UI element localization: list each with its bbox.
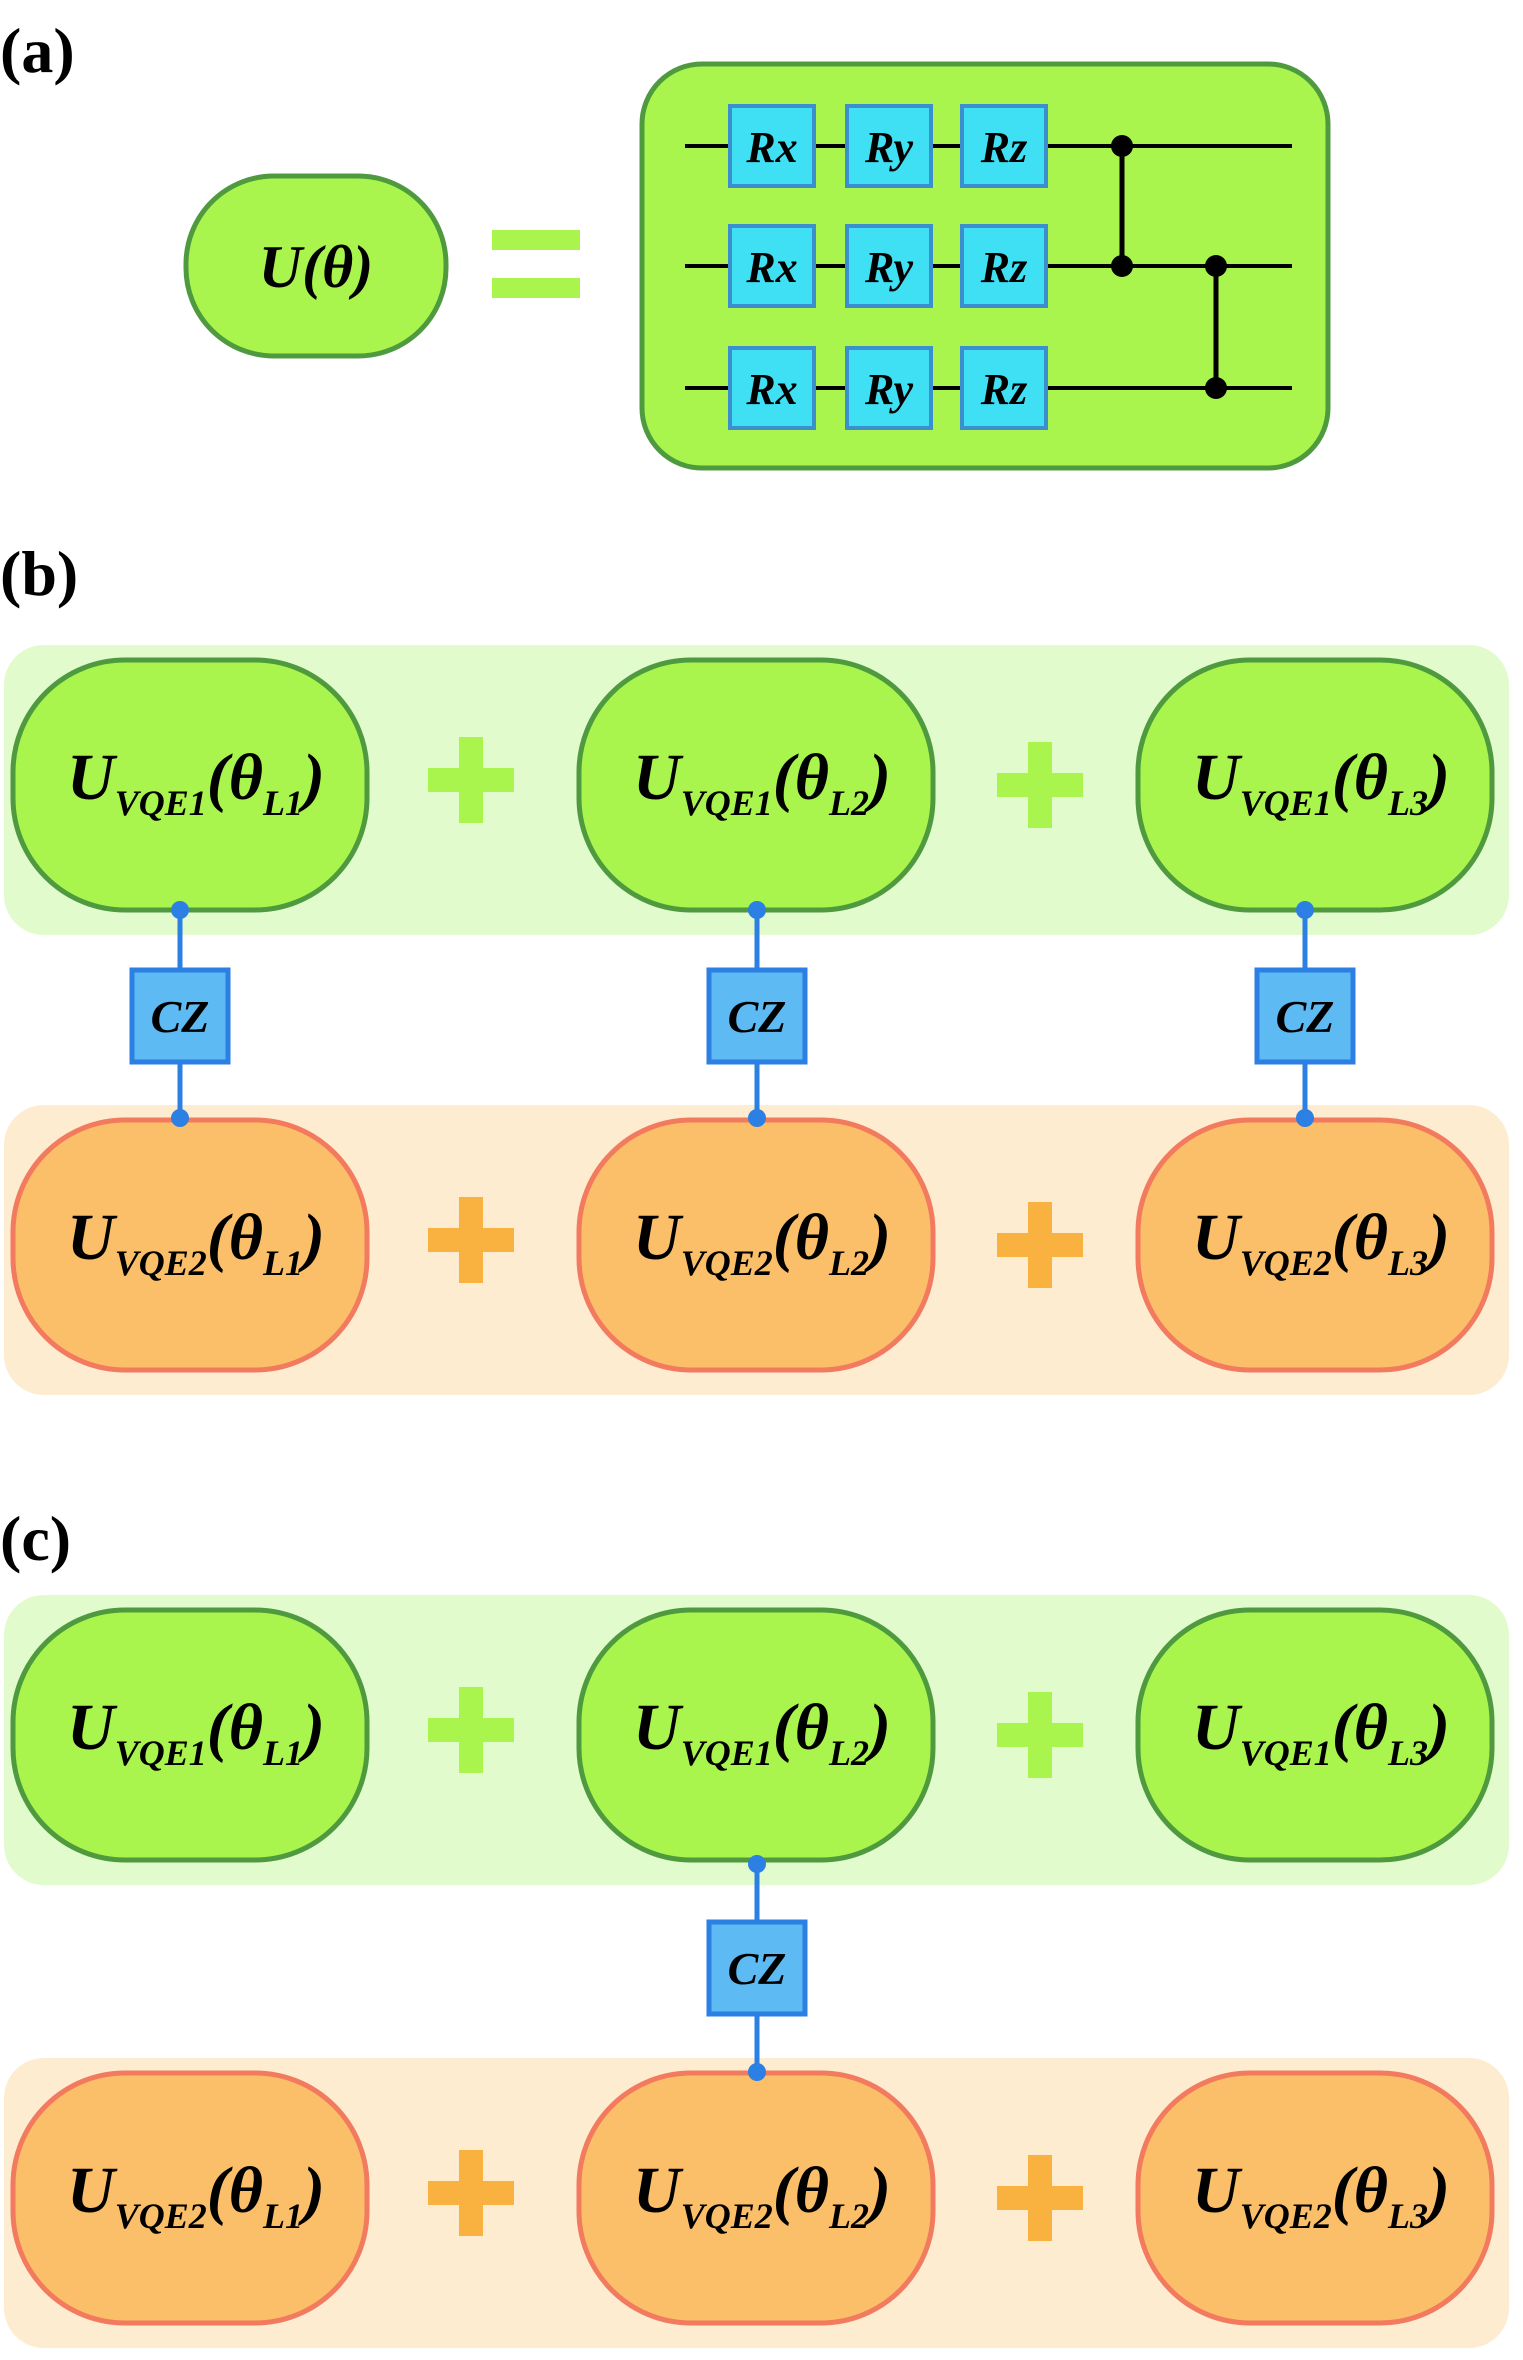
module-label: UVQE1(θL1): [67, 741, 325, 823]
module-vqe2-c-l1: UVQE2(θL1): [10, 2070, 370, 2326]
plus-sign: [428, 737, 514, 823]
cz-label: CZ: [151, 991, 210, 1042]
panel-b-diagram: UVQE1(θL1) UVQE1(θL2) UVQE1(θL3) UVQE2(θL1)…: [4, 645, 1509, 1395]
module-vqe1-b-l1: UVQE1(θL1): [10, 657, 370, 913]
module-vqe1-c-l3: UVQE1(θL3): [1135, 1607, 1495, 1863]
module-label: UVQE2(θL3): [1192, 1201, 1450, 1283]
gate-label: Ry: [864, 123, 914, 172]
panel-label-b: (b): [0, 538, 78, 609]
gate-label: Rz: [980, 123, 1027, 172]
cz-gate: [706, 1919, 808, 2017]
plus-sign: [997, 742, 1083, 828]
cz-connector: CZ: [129, 901, 231, 1127]
gate-label: Ry: [864, 243, 914, 292]
module-label: UVQE2(θL1): [67, 1201, 325, 1283]
module-label: UVQE1(θL1): [67, 1691, 325, 1773]
panel-c-diagram: UVQE1(θL1) UVQE1(θL2) UVQE1(θL3) UVQE2(θL1)…: [4, 1595, 1509, 2348]
panel-label-c: (c): [0, 1503, 71, 1574]
plus-sign: [428, 2150, 514, 2236]
gate-rx-q3: Rx: [728, 346, 816, 430]
vqe2-b-row: UVQE2(θL1) UVQE2(θL2) UVQE2(θL3): [4, 1105, 1509, 1395]
module-vqe2-b-l2: UVQE2(θL2): [576, 1117, 936, 1373]
control-dot: [1205, 377, 1227, 399]
plus-sign: [997, 1202, 1083, 1288]
cz-label: CZ: [728, 991, 787, 1042]
module-label: UVQE2(θL2): [633, 2154, 891, 2236]
module-vqe1-c-l2: UVQE1(θL2): [576, 1607, 936, 1863]
module-vqe2-c-l2: UVQE2(θL2): [576, 2070, 936, 2326]
module-vqe1-c-l1: UVQE1(θL1): [10, 1607, 370, 1863]
module-vqe2-b-l3: UVQE2(θL3): [1135, 1117, 1495, 1373]
vqe2-c-row: UVQE2(θL1) UVQE2(θL2) UVQE2(θL3): [4, 2058, 1509, 2348]
module-label: UVQE2(θL2): [633, 1201, 891, 1283]
plus-sign: [997, 2155, 1083, 2241]
gate-rx-q1: Rx: [728, 104, 816, 188]
gate-rz-q1: Rz: [960, 104, 1048, 188]
equals-sign: [492, 230, 580, 298]
module-label: UVQE1(θL3): [1192, 1691, 1450, 1773]
gate-ry-q1: Ry: [845, 104, 933, 188]
gate-label: Rz: [980, 365, 1027, 414]
gate-rx-q2: Rx: [728, 224, 816, 308]
module-label: UVQE1(θL2): [633, 741, 891, 823]
gate-label: Rx: [745, 123, 797, 172]
plus-sign: [997, 1692, 1083, 1778]
cz-connector: CZ: [706, 1855, 808, 2081]
gate-rz-q2: Rz: [960, 224, 1048, 308]
plus-sign: [428, 1197, 514, 1283]
gate-rz-q3: Rz: [960, 346, 1048, 430]
gate-label: Rx: [745, 243, 797, 292]
control-dot: [1205, 255, 1227, 277]
gate-ry-q2: Ry: [845, 224, 933, 308]
module-vqe2-b-l1: UVQE2(θL1): [10, 1117, 370, 1373]
unitary-block: U(θ): [183, 173, 449, 359]
cz-label: CZ: [1276, 991, 1335, 1042]
control-dot: [1111, 135, 1133, 157]
vqe1-b-row: UVQE1(θL1) UVQE1(θL2) UVQE1(θL3): [4, 645, 1509, 935]
gate-label: Rz: [980, 243, 1027, 292]
cz-gate: [706, 967, 808, 1065]
cz-connector: CZ: [706, 901, 808, 1127]
cz-gate: [1254, 967, 1356, 1065]
unitary-label: U(θ): [259, 234, 373, 300]
module-vqe1-b-l2: UVQE1(θL2): [576, 657, 936, 913]
gate-ry-q3: Ry: [845, 346, 933, 430]
gate-label: Rx: [745, 365, 797, 414]
module-label: UVQE1(θL2): [633, 1691, 891, 1773]
panel-label-a: (a): [0, 15, 75, 86]
module-vqe1-b-l3: UVQE1(θL3): [1135, 657, 1495, 913]
module-label: UVQE1(θL3): [1192, 741, 1450, 823]
module-vqe2-c-l3: UVQE2(θL3): [1135, 2070, 1495, 2326]
module-label: UVQE2(θL1): [67, 2154, 325, 2236]
control-dot: [1111, 255, 1133, 277]
cz-label: CZ: [728, 1943, 787, 1994]
plus-sign: [428, 1687, 514, 1773]
cz-gate: [129, 967, 231, 1065]
gate-label: Ry: [864, 365, 914, 414]
module-label: UVQE2(θL3): [1192, 2154, 1450, 2236]
vqe1-c-row: UVQE1(θL1) UVQE1(θL2) UVQE1(θL3): [4, 1595, 1509, 1885]
cz-connector: CZ: [1254, 901, 1356, 1127]
